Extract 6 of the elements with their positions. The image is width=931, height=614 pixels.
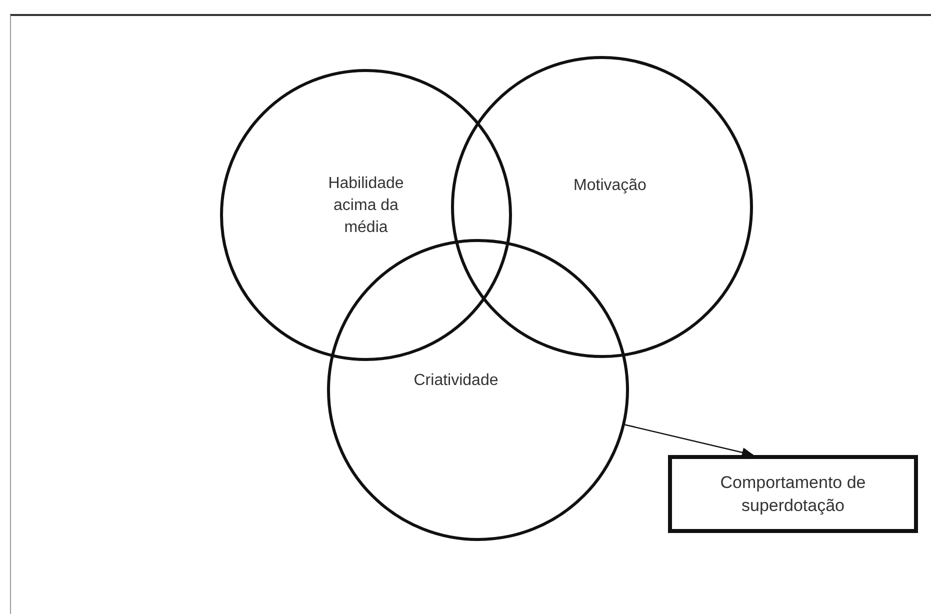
circle-label: Motivação xyxy=(572,176,648,196)
box-label: Comportamento de superdotação xyxy=(719,472,867,517)
circle-label: Habilidade acima da média xyxy=(327,174,405,238)
result-box xyxy=(668,455,918,533)
arrow xyxy=(624,424,754,458)
circle-label: Criatividade xyxy=(412,371,500,391)
